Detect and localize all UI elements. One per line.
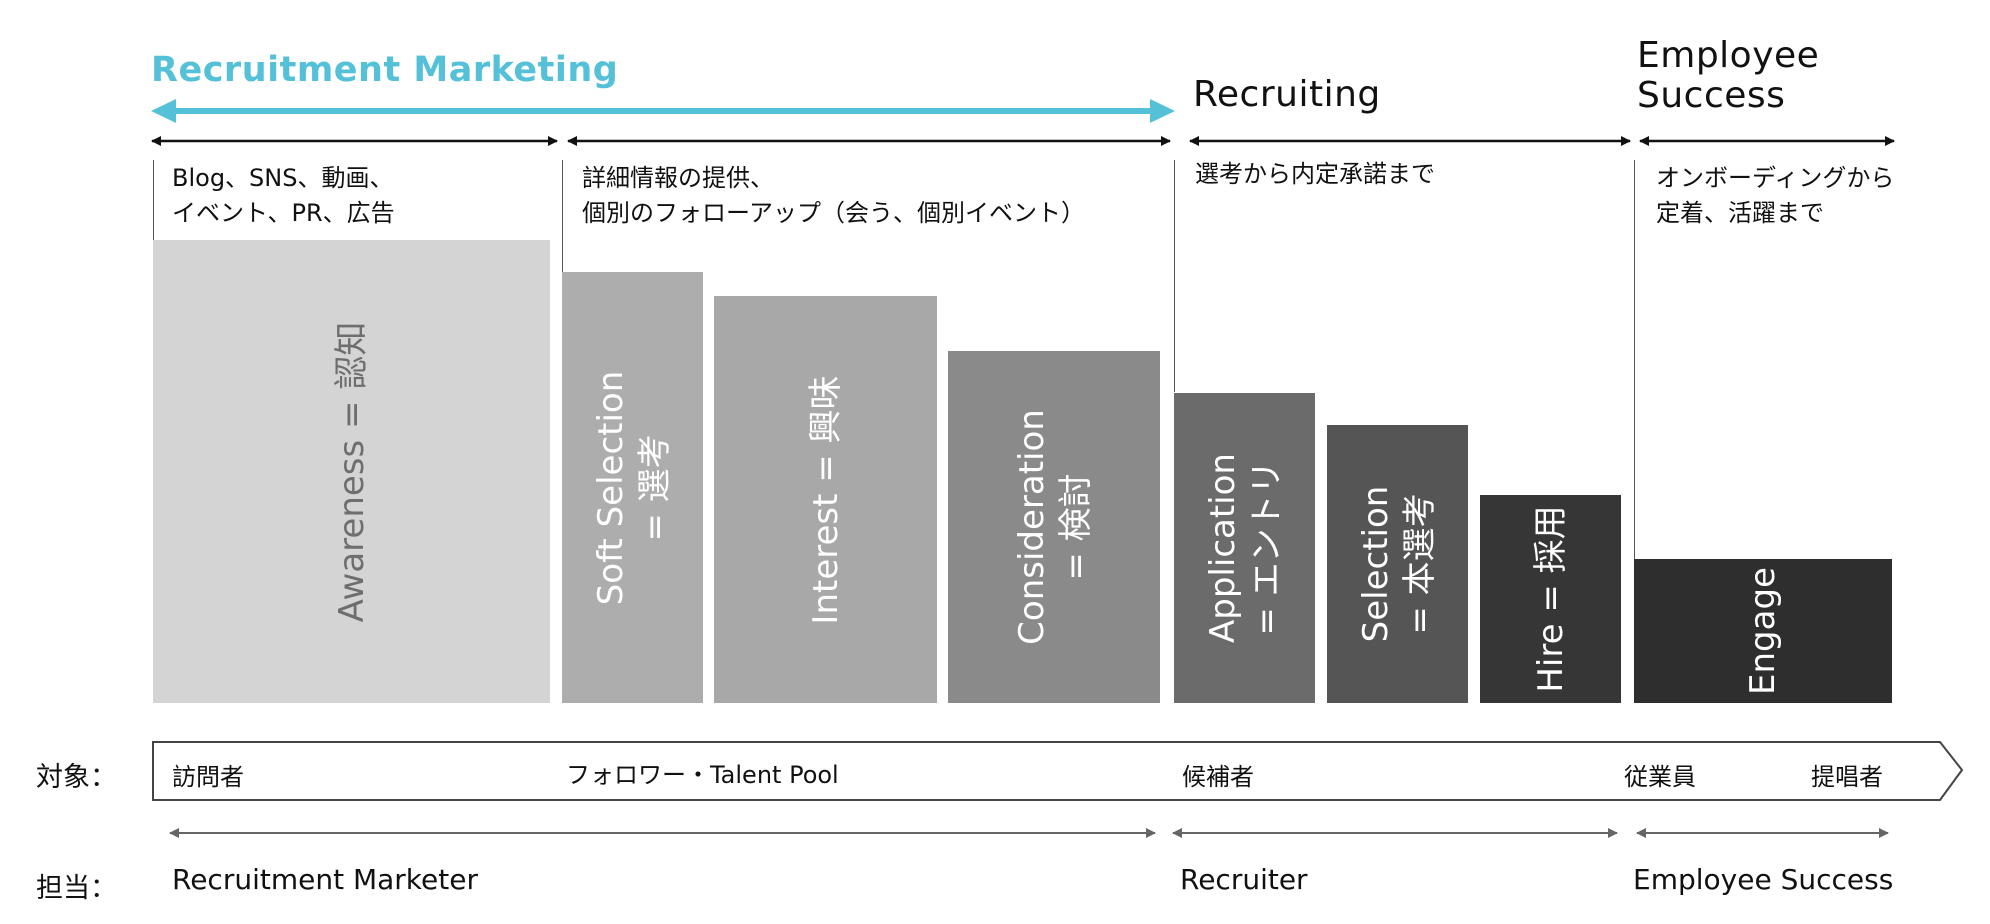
target-visitors: 訪問者 xyxy=(172,763,244,791)
bar-label-selection: Selection = 本選考 xyxy=(1355,485,1440,643)
owner-recruiter: Recruiter xyxy=(1180,863,1308,896)
target-candidates: 候補者 xyxy=(1182,763,1254,791)
bar-label-consideration: Consideration = 検討 xyxy=(1012,409,1096,645)
owner-row-label: 担当： xyxy=(36,873,117,904)
desc-nurture: 詳細情報の提供、 個別のフォローアップ（会う、個別イベント） xyxy=(582,164,1086,227)
stage-title-recruiting: Recruiting xyxy=(1193,74,1381,115)
target-row-label: 対象： xyxy=(36,762,117,793)
bar-consideration: Consideration = 検討 xyxy=(948,351,1160,703)
desc-recruiting: 選考から内定承諾まで xyxy=(1195,160,1435,188)
bar-hire: Hire = 採用 xyxy=(1480,495,1621,703)
bar-soft-selection: Soft Selection = 選考 xyxy=(562,272,703,703)
bar-label-hire: Hire = 採用 xyxy=(1530,505,1571,693)
stage-title-employee-success: Employee Success xyxy=(1637,35,1820,116)
divider-line xyxy=(153,160,154,240)
owner-employee-success: Employee Success xyxy=(1633,863,1894,896)
bar-label-interest: Interest = 興味 xyxy=(805,374,846,625)
divider-line xyxy=(1174,160,1175,392)
target-advocates: 提唱者 xyxy=(1811,763,1883,791)
bar-interest: Interest = 興味 xyxy=(714,296,937,703)
bar-engage: Engage xyxy=(1634,559,1892,703)
recruitment-marketing-arrow xyxy=(151,99,1175,123)
bar-label-soft-selection: Soft Selection = 選考 xyxy=(590,370,675,605)
desc-awareness: Blog、SNS、動画、 イベント、PR、広告 xyxy=(172,164,395,227)
target-chevron xyxy=(152,741,1964,801)
divider-line xyxy=(562,160,563,272)
bar-selection: Selection = 本選考 xyxy=(1327,425,1468,703)
bar-label-application: Application = エントリ xyxy=(1202,453,1287,643)
bar-label-awareness: Awareness = 認知 xyxy=(331,321,372,622)
bar-label-engage: Engage xyxy=(1743,567,1783,695)
stage-title-recruitment-marketing: Recruitment Marketing xyxy=(151,50,619,90)
target-employees: 従業員 xyxy=(1624,763,1696,791)
divider-line xyxy=(1634,160,1635,560)
bar-application: Application = エントリ xyxy=(1174,393,1315,703)
bar-awareness: Awareness = 認知 xyxy=(153,240,550,703)
owner-marketer: Recruitment Marketer xyxy=(172,863,478,896)
desc-employee: オンボーディングから 定着、活躍まで xyxy=(1656,164,1895,227)
target-followers: フォロワー・Talent Pool xyxy=(566,761,839,789)
